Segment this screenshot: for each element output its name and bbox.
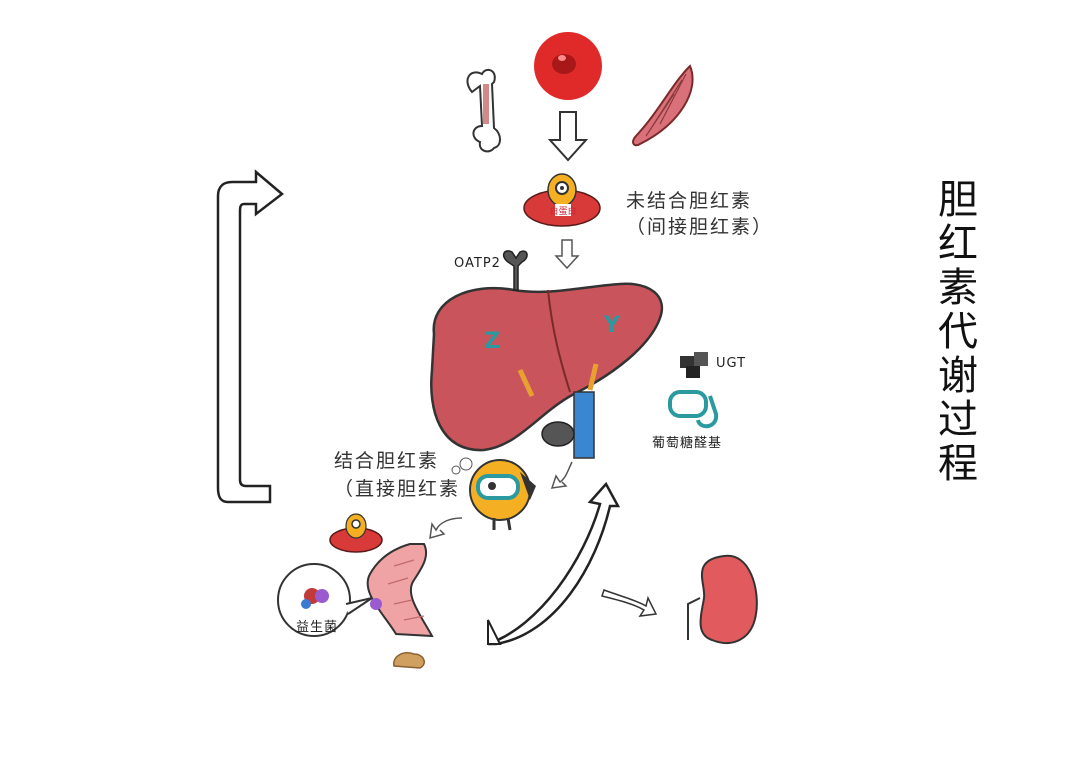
kidney-icon <box>687 554 758 644</box>
red-blood-cell-icon <box>534 32 602 100</box>
probiotic-label: 益生菌 <box>296 620 339 635</box>
down-arrow-small <box>554 239 580 270</box>
page-title: 胆红素代谢过程 <box>938 177 978 487</box>
portal-return-arrow <box>487 481 621 646</box>
svg-text:Y: Y <box>603 313 621 338</box>
wrench-icon <box>502 250 528 291</box>
conjugated-bilirubin-alt-label: （直接胆红素 <box>334 478 461 500</box>
kidney-arrow <box>601 589 658 617</box>
glucuronic-label: 葡萄糖醛基 <box>652 436 723 451</box>
ugt-enzyme-icon <box>680 352 708 378</box>
muscle-icon <box>632 64 694 147</box>
albumin-minion-icon: 白蛋白 <box>523 173 601 227</box>
conjugated-bilirubin-label: 结合胆红素 <box>334 450 440 472</box>
oatp2-label: OATP2 <box>454 256 501 271</box>
curve-arrow-right <box>550 461 573 489</box>
probiotic-bubble <box>277 563 382 637</box>
svg-text:Z: Z <box>484 329 500 354</box>
enterohepatic-arrow <box>216 169 284 504</box>
snorkel-mask-icon <box>668 390 719 429</box>
intestine-icon <box>366 543 434 638</box>
unconjugated-bilirubin-label: 未结合胆红素 <box>626 190 753 212</box>
bone-icon <box>466 68 501 153</box>
albumin-minion-small-icon <box>329 513 383 553</box>
conjugated-minion-icon <box>451 457 536 531</box>
curve-arrow-left <box>429 517 463 540</box>
stool-icon <box>393 652 425 669</box>
liver-icon: Z Y <box>430 282 663 459</box>
down-arrow <box>547 111 589 162</box>
unconjugated-bilirubin-alt-label: （间接胆红素） <box>626 216 774 238</box>
ugt-label: UGT <box>716 356 747 371</box>
svg-text:白蛋白: 白蛋白 <box>549 205 576 217</box>
